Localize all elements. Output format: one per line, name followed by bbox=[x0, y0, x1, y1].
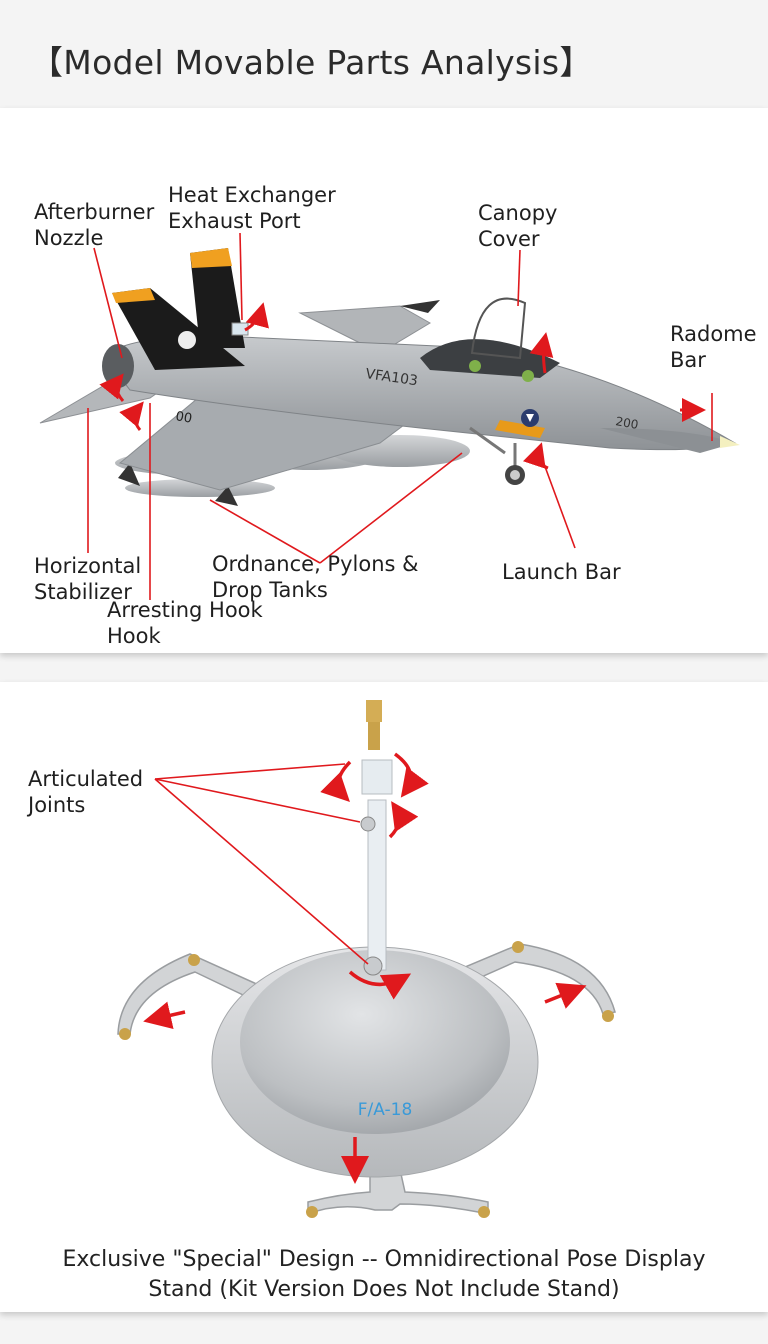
label-arresting-hook: Arresting Hook Hook bbox=[107, 597, 263, 649]
caption-line: Stand (Kit Version Does Not Include Stan… bbox=[148, 1277, 620, 1302]
stand-illustration: F/A-18 bbox=[117, 700, 616, 1218]
stand-panel: F/A-18 bbox=[0, 682, 768, 1312]
label-afterburner-nozzle: Afterburner Nozzle bbox=[34, 199, 154, 251]
vertical-tails bbox=[112, 248, 249, 370]
aircraft-illustration: VFA103 200 00 bbox=[39, 232, 740, 600]
fuselage: VFA103 200 00 bbox=[102, 335, 740, 453]
label-line: Radome bbox=[670, 322, 757, 346]
label-line: Cover bbox=[478, 227, 540, 251]
label-line: Stabilizer bbox=[34, 580, 132, 604]
canopy bbox=[420, 297, 560, 382]
joint-arrows bbox=[143, 752, 587, 1184]
label-line: Exhaust Port bbox=[168, 209, 301, 233]
label-line: Hook bbox=[107, 624, 161, 648]
side-number: 200 bbox=[614, 414, 639, 432]
base-marking: F/A-18 bbox=[358, 1100, 413, 1120]
label-line: Drop Tanks bbox=[212, 578, 328, 602]
header: 【Model Movable Parts Analysis】 bbox=[0, 0, 768, 105]
label-radome-bar: Radome Bar bbox=[670, 321, 757, 373]
label-line: Heat Exchanger bbox=[168, 183, 336, 207]
label-ordnance: Ordnance, Pylons & Drop Tanks bbox=[212, 551, 419, 603]
label-launch-bar: Launch Bar bbox=[502, 559, 621, 585]
joint-leader-lines bbox=[154, 763, 369, 965]
label-canopy-cover: Canopy Cover bbox=[478, 200, 557, 252]
label-horizontal-stabilizer: Horizontal Stabilizer bbox=[34, 553, 141, 605]
label-line: Joints bbox=[28, 793, 86, 817]
label-line: Bar bbox=[670, 348, 706, 372]
stand-column bbox=[360, 700, 393, 976]
aircraft-panel: VFA103 200 00 bbox=[0, 108, 768, 653]
label-line: Afterburner bbox=[34, 200, 155, 224]
tail-number: 00 bbox=[174, 409, 193, 427]
label-articulated-joints: Articulated Joints bbox=[28, 766, 143, 818]
stand-base: F/A-18 bbox=[211, 946, 539, 1178]
stand-arms bbox=[117, 941, 616, 1218]
page-title: 【Model Movable Parts Analysis】 bbox=[30, 43, 593, 82]
label-line: Ordnance, Pylons & bbox=[212, 552, 419, 576]
label-line: Canopy bbox=[478, 201, 558, 225]
leader-lines bbox=[87, 232, 713, 600]
label-line: Horizontal bbox=[34, 554, 142, 578]
landing-gear bbox=[469, 426, 525, 485]
label-line: Nozzle bbox=[34, 226, 104, 250]
fuselage-marking: VFA103 bbox=[364, 366, 418, 389]
label-line: Articulated bbox=[28, 767, 144, 791]
movement-arrows bbox=[99, 302, 706, 470]
label-line: Launch Bar bbox=[502, 560, 621, 584]
label-line: Arresting Hook bbox=[107, 598, 263, 622]
caption-line: Exclusive "Special" Design -- Omnidirect… bbox=[62, 1247, 706, 1272]
label-heat-exchanger: Heat Exchanger Exhaust Port bbox=[168, 182, 336, 234]
stand-caption: Exclusive "Special" Design -- Omnidirect… bbox=[0, 1245, 768, 1305]
